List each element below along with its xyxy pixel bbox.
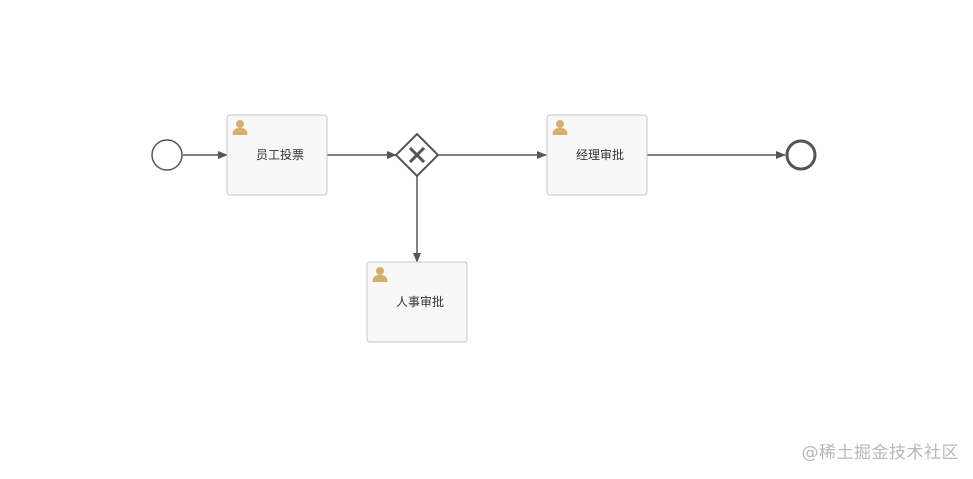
task-label: 经理审批 [576, 147, 624, 162]
sequence-flows [183, 151, 786, 263]
task-manager-approval[interactable]: 经理审批 [546, 114, 648, 196]
watermark: @稀土掘金技术社区 [801, 443, 959, 463]
task-label: 人事审批 [396, 294, 444, 309]
end-event[interactable] [785, 139, 817, 171]
exclusive-gateway[interactable] [394, 132, 440, 178]
task-employee-submit[interactable]: 员工投票 [226, 114, 328, 196]
task-label: 员工投票 [256, 147, 304, 162]
x-icon [408, 146, 426, 164]
start-event[interactable] [151, 139, 183, 171]
task-hr-approval[interactable]: 人事审批 [366, 261, 468, 343]
